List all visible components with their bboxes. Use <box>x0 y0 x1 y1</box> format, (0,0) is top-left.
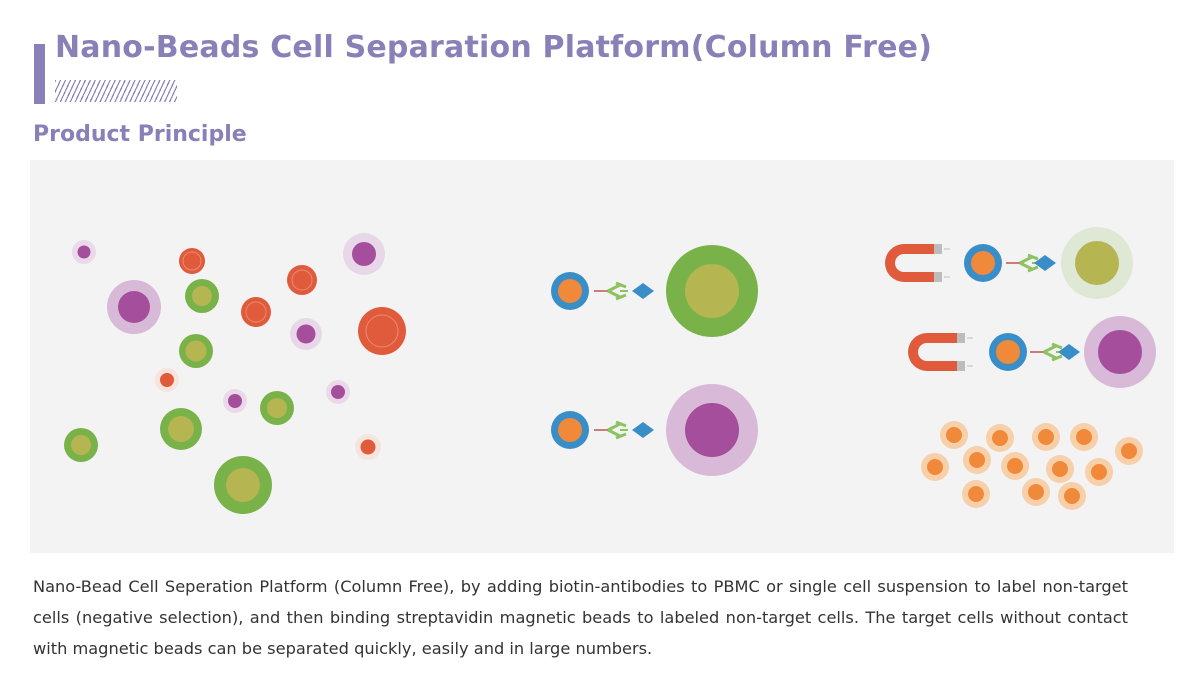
magnetic-bead-icon <box>964 244 1002 282</box>
principle-illustration <box>64 227 1156 514</box>
streptavidin-icon <box>632 283 654 299</box>
page-title: Nano-Beads Cell Separation Platform(Colu… <box>55 30 933 65</box>
magnetic-bead-icon <box>551 411 589 449</box>
labeled-non-target-cells <box>551 245 758 476</box>
magnetic-separation <box>884 227 1156 388</box>
separated-target-cells <box>921 421 1143 510</box>
description-paragraph: Nano-Bead Cell Seperation Platform (Colu… <box>33 577 1128 658</box>
title-hatch-decoration <box>55 80 177 102</box>
streptavidin-icon <box>632 422 654 438</box>
antibody-icon <box>592 281 630 301</box>
magnetic-bead-icon <box>551 272 589 310</box>
title-accent-bar <box>34 44 45 104</box>
antibody-icon <box>592 420 630 440</box>
magnet-icon <box>884 243 951 283</box>
mixed-cell-suspension <box>64 233 406 514</box>
magnetic-bead-icon <box>989 333 1027 371</box>
section-subtitle: Product Principle <box>33 122 247 147</box>
magnet-icon <box>907 332 974 372</box>
principle-illustration-panel <box>30 160 1174 553</box>
